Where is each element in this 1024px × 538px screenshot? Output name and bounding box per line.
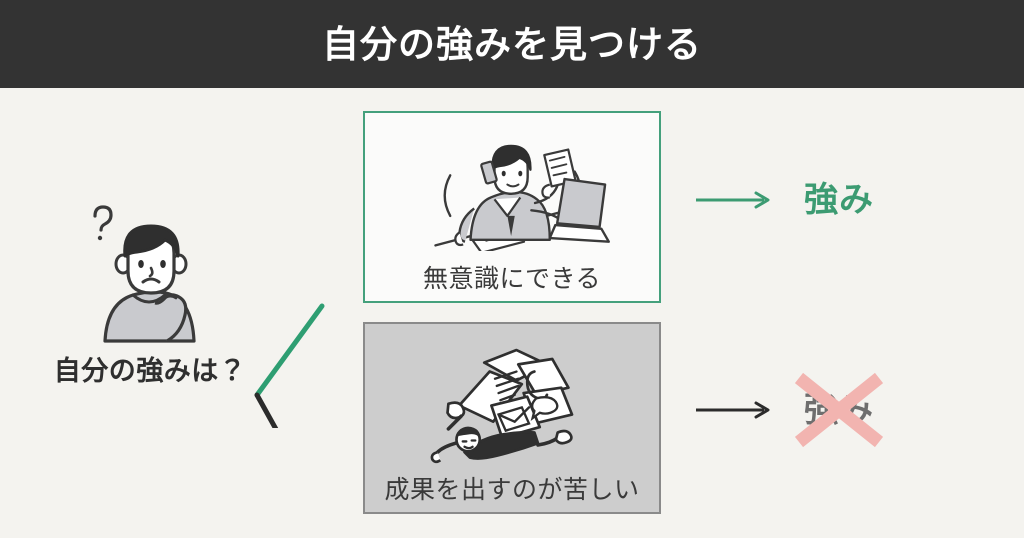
outcome-negative-label-wrap: 強み [794, 372, 884, 448]
branch-connector [254, 303, 325, 428]
outcome-negative: 強み [694, 372, 884, 448]
question-block: 自分の強みは？ [30, 198, 270, 388]
outcome-negative-label: 強み [804, 391, 874, 429]
card-hard-to-produce-results[interactable]: 成果を出すのが苦しい [363, 322, 661, 514]
person-crushed-by-tasks-illustration [430, 348, 574, 464]
multitasking-person-illustration [434, 144, 610, 252]
card-art-bottom [365, 324, 659, 477]
branch-line-positive [254, 303, 325, 398]
arrow-right-icon [696, 191, 770, 209]
card-unconscious-ability[interactable]: 無意識にできる [363, 111, 661, 303]
arrow-right-icon [696, 401, 770, 419]
outcome-positive-label: 強み [804, 181, 874, 219]
diagram-stage: 自分の強みは？ [0, 88, 1024, 538]
branch-line-negative [254, 392, 279, 428]
card-caption-bottom: 成果を出すのが苦しい [384, 475, 640, 504]
outcome-positive: 強み [694, 178, 874, 222]
question-mark-icon [93, 205, 113, 241]
card-caption-top: 無意識にできる [422, 264, 601, 293]
question-label: 自分の強みは？ [53, 356, 247, 386]
card-art-top [365, 113, 659, 266]
thinking-person-illustration [93, 205, 196, 343]
outcome-positive-label-wrap: 強み [804, 183, 874, 217]
page-header: 自分の強みを見つける [0, 0, 1024, 88]
page-title: 自分の強みを見つける [322, 23, 702, 65]
